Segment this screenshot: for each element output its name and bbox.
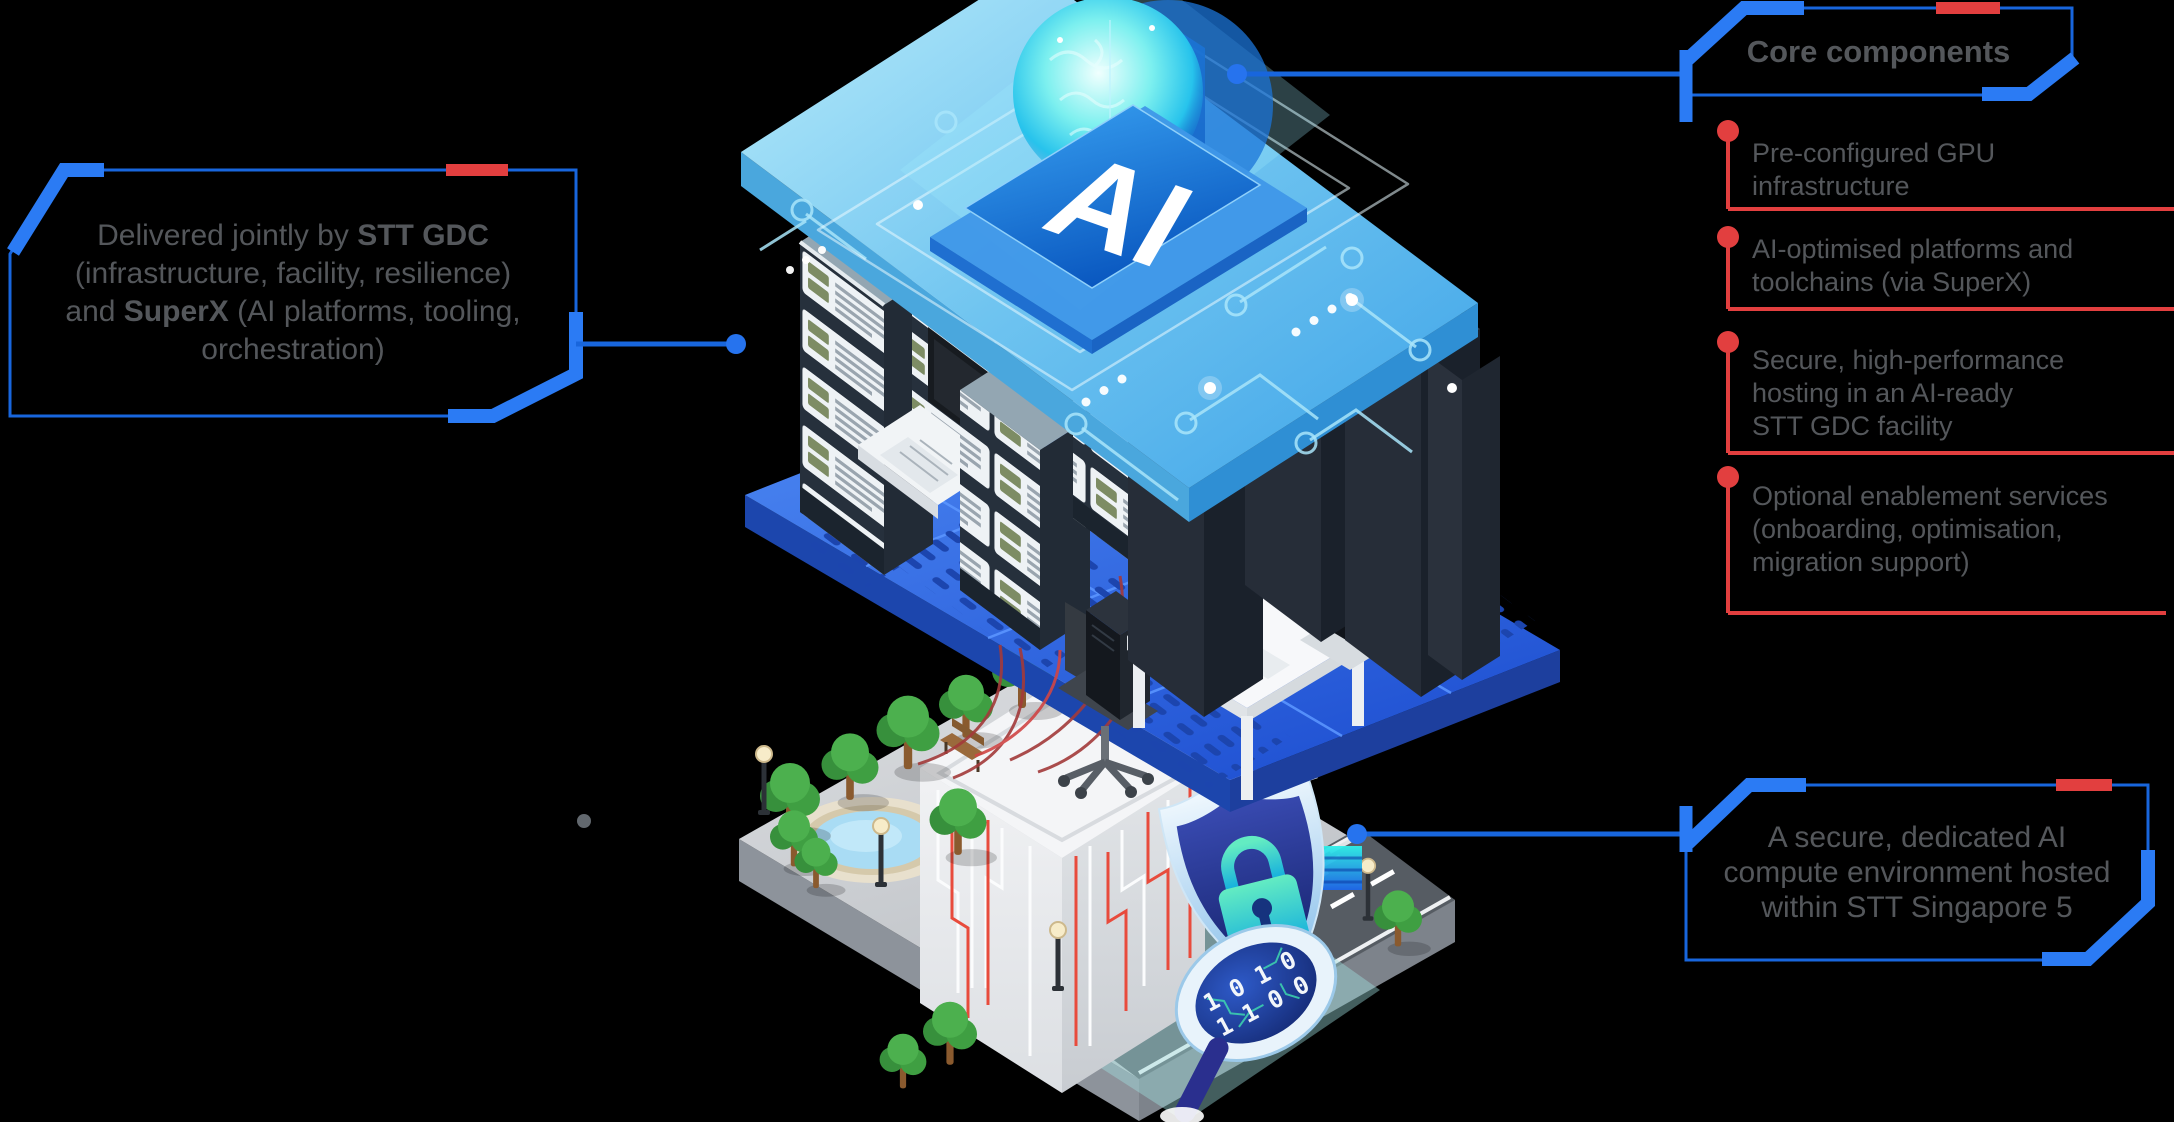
facility-layer: [577, 638, 1455, 1122]
callout-line: and SuperX (AI platforms, tooling,: [65, 295, 521, 328]
chip-platform-side-left: [741, 152, 1189, 522]
bottom-connector-dot: [1347, 824, 1367, 844]
left-callout-text: Delivered jointly by STT GDC (infrastruc…: [10, 170, 576, 416]
park-bench: [940, 718, 984, 772]
bottom-callout-text: A secure, dedicated AI compute environme…: [1723, 821, 2111, 924]
magnifier: 1 0 1 0 1 1 0 0: [1160, 924, 1338, 1122]
glow-dots: [786, 200, 1457, 407]
cabinet-narrow: [1428, 355, 1500, 680]
callout-frames: [7, 1, 2174, 966]
magnifier-handle: [1174, 1037, 1229, 1122]
core-item-3: Secure, high-performance hosting in an A…: [1752, 345, 2065, 441]
board-outlines: [816, 22, 1410, 392]
core-item-2: AI-optimised platforms and toolchains (v…: [1752, 234, 2074, 297]
item-bracket: [1726, 477, 2166, 615]
circuit-traces: [759, 212, 1417, 502]
callout-line: orchestration): [201, 333, 385, 366]
circuit-nodes: [790, 110, 1432, 455]
server-rack-small: [960, 358, 1090, 650]
callout-line: Delivered jointly by STT GDC: [97, 219, 489, 252]
callout-line: (infrastructure, facility, resilience): [74, 257, 512, 290]
item-bracket: [1726, 131, 2174, 211]
glass-circuits: [1206, 947, 1300, 1028]
item-bracket: [1726, 342, 2174, 455]
server-platform-side-right: [1230, 650, 1560, 812]
pool: [788, 797, 956, 883]
ai-chip-layer: AI: [741, 0, 1478, 522]
item-bracket: [1726, 237, 2174, 311]
core-connector-dot: [1227, 64, 1247, 84]
chip-platform-side-right: [1189, 303, 1478, 522]
core-components-frame: [1227, 1, 2080, 122]
core-components-title: Core components: [1746, 33, 2011, 69]
left-callout-frame: [7, 163, 746, 423]
bottom-callout-frame: [1347, 778, 2155, 966]
building-roof: [920, 678, 1205, 858]
ai-chip: AI: [930, 104, 1307, 354]
list-bullets: [1717, 120, 1739, 488]
list-brackets: [1726, 131, 2174, 615]
left-connector-dot: [726, 334, 746, 354]
ground-dot: [577, 814, 591, 828]
core-item-4: Optional enablement services (onboarding…: [1752, 481, 2108, 577]
core-item-1: Pre-configured GPU infrastructure: [1752, 138, 1996, 201]
